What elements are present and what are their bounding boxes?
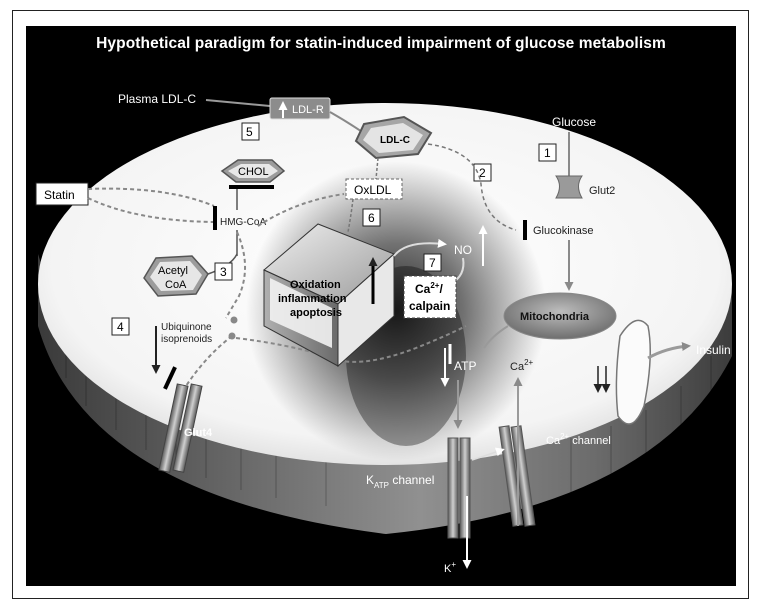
glucose-label: Glucose — [552, 115, 596, 129]
diagram-canvas: Plasma LDL-C LDL-R LDL-C 5 Glucose 1 Glu… — [35, 92, 732, 575]
statin-path-upper — [87, 187, 215, 207]
chol-hexagon-inner — [228, 164, 278, 178]
oxidation-box — [263, 223, 395, 368]
step-5-badge: 5 — [241, 122, 260, 141]
step-4-badge: 4 — [111, 317, 130, 336]
glucokinase-label: Glucokinase — [533, 225, 594, 237]
ca-calpain-box — [403, 275, 457, 319]
statin-label: Statin — [44, 188, 75, 202]
glucokinase-inhibit-bar — [523, 220, 527, 240]
step-3-badge: 3 — [214, 262, 233, 281]
oxldl-down-line — [347, 198, 354, 233]
katp-channel — [447, 437, 471, 539]
chol-inhibit-bar — [229, 185, 274, 189]
mitochondria-label: Mitochondria — [520, 311, 590, 323]
hmg-to-ubiquinone-path — [225, 231, 247, 319]
acetyl-label: Acetyl — [158, 265, 188, 277]
step-3-number: 3 — [220, 265, 227, 279]
hmg-coa-label: HMG-CoA — [220, 217, 266, 228]
step-6-badge: 6 — [362, 208, 381, 227]
step-5-number: 5 — [246, 125, 253, 139]
statin-to-oxldl-path — [257, 193, 345, 227]
no-label: NO — [454, 243, 472, 257]
step-7-badge: 7 — [423, 253, 442, 272]
oxldl-box — [345, 178, 403, 200]
step-2-badge: 2 — [473, 163, 492, 182]
ca-channel-label: Ca2+ channel — [546, 432, 611, 447]
step-1-badge: 1 — [538, 143, 557, 162]
oxldl-label: OxLDL — [354, 183, 392, 197]
atp-label: ATP — [454, 359, 476, 373]
k-plus-label: K+ — [444, 560, 456, 575]
plasma-ldl-line — [205, 99, 271, 107]
step-1-number: 1 — [544, 146, 551, 160]
step-2-number: 2 — [479, 166, 486, 180]
step-7-number: 7 — [429, 256, 436, 270]
glut4-transporter — [158, 383, 203, 473]
figure-panel: Hypothetical paradigm for statin-induced… — [26, 26, 736, 586]
ldlc-to-oxldl-line — [375, 157, 379, 180]
glut2-transporter — [555, 175, 583, 199]
statin-path-lower — [87, 197, 215, 223]
ldl-c-hexagon-inner — [363, 123, 423, 153]
ldlc-to-glucokinase-path — [427, 143, 517, 231]
ca-calpain-label: Ca2+/ — [415, 281, 443, 296]
inflammation-label: inflammation — [278, 293, 347, 305]
insulin-release-arrow — [647, 342, 691, 360]
katp-to-ca-channel-arrow — [471, 447, 505, 461]
cell-rim — [38, 254, 732, 534]
step-4-number: 4 — [117, 320, 124, 334]
ubiquinone-label: Ubiquinone — [161, 322, 212, 333]
acetyl-coa-hexagon-inner — [150, 261, 202, 291]
isoprenoids-to-atp-path — [235, 325, 467, 363]
calpain-label: calpain — [409, 299, 450, 313]
isoprenoids-label: isoprenoids — [161, 334, 212, 345]
glut2-label: Glut2 — [589, 185, 615, 197]
katp-label: KATP channel — [366, 473, 434, 490]
oxidation-to-no-arrow — [393, 238, 447, 257]
plasma-ldl-label: Plasma LDL-C — [118, 92, 196, 106]
glut4-label: Glut4 — [184, 427, 213, 439]
coa-label: CoA — [165, 279, 187, 291]
mitochondria-organelle — [503, 292, 617, 340]
step-6-number: 6 — [368, 211, 375, 225]
ldl-r-label: LDL-R — [292, 104, 324, 116]
hmg-coa-inhibit-bar — [213, 206, 217, 230]
oxidation-label: Oxidation — [290, 279, 341, 291]
apoptosis-label: apoptosis — [290, 307, 342, 319]
chol-label: CHOL — [238, 166, 269, 178]
figure-title: Hypothetical paradigm for statin-induced… — [96, 35, 666, 52]
ldl-c-label: LDL-C — [380, 135, 410, 146]
glut4-inhibit-bar — [163, 366, 177, 390]
ca2-label: Ca2+ — [510, 358, 534, 373]
ubiquinone-dot — [230, 316, 238, 324]
insulin-label: Insulin — [696, 343, 731, 357]
insulin-vesicle — [615, 319, 651, 425]
statin-box — [35, 182, 89, 206]
mito-to-atp-path — [483, 325, 509, 349]
